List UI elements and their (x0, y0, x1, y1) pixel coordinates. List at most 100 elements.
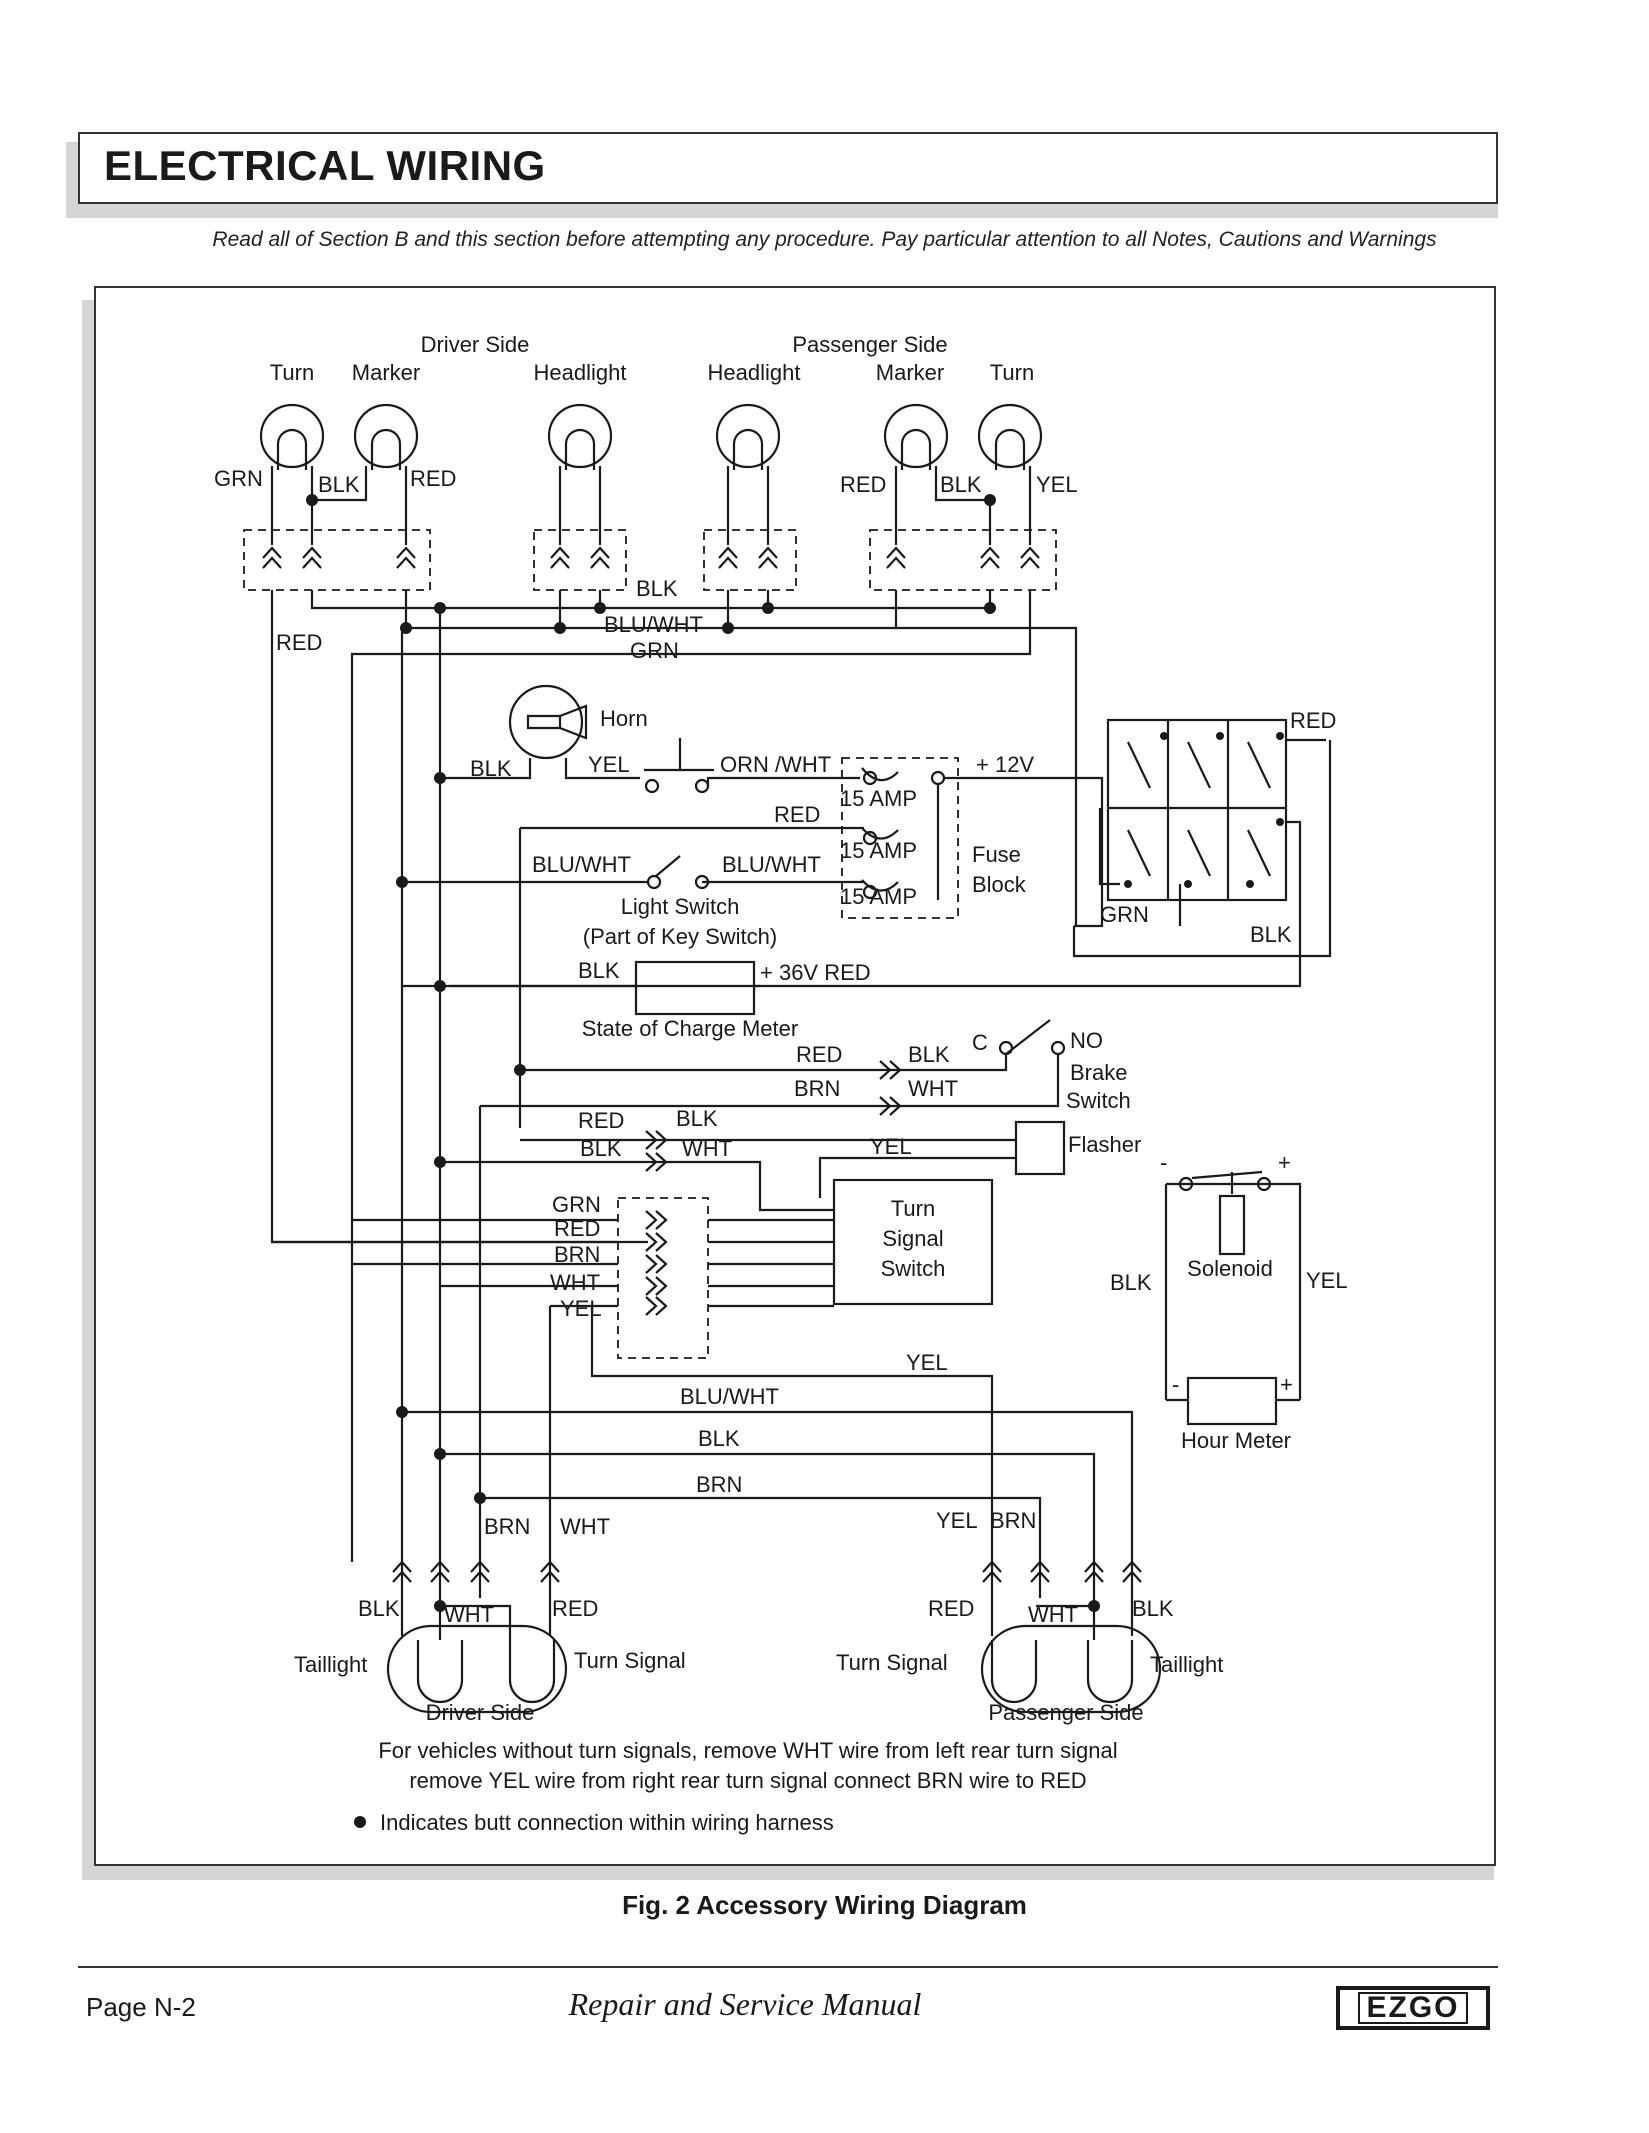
battery-pack (450, 718, 1332, 988)
wire-label: GRN (552, 1192, 601, 1217)
wire-label: BLK (578, 958, 620, 983)
label-minus: - (1172, 1372, 1179, 1397)
label-turn-driver: Turn (270, 360, 314, 385)
ezgo-logo: EZGO (1336, 1986, 1490, 2030)
wire-label: YEL (588, 752, 630, 777)
note-line-2: remove YEL wire from right rear turn sig… (409, 1768, 1086, 1793)
taillight-passenger (980, 1604, 1162, 1714)
wire-label: BLU/WHT (532, 852, 631, 877)
label-turn-signal-switch: Turn (891, 1196, 935, 1221)
label-fuse-block: Block (972, 872, 1027, 897)
wire-label: BLK (1132, 1596, 1174, 1621)
wire-label: BRN (554, 1242, 600, 1267)
wire-label: BLK (470, 756, 512, 781)
bulb-headlight-driver (547, 403, 613, 470)
label-plus-36v: + 36V RED (760, 960, 871, 985)
wire-label: YEL (936, 1508, 978, 1533)
label-headlight-driver: Headlight (534, 360, 627, 385)
wire-label: BLK (318, 472, 360, 497)
label-turn-signal-switch: Signal (882, 1226, 943, 1251)
label-key-switch: (Part of Key Switch) (583, 924, 777, 949)
wire-label: RED (578, 1108, 624, 1133)
rear-connectors (391, 1560, 1143, 1584)
wire-label: BLK (358, 1596, 400, 1621)
label-rear-driver-side: Driver Side (426, 1700, 535, 1725)
bulb-turn-passenger (977, 403, 1043, 470)
wire-label: WHT (682, 1136, 732, 1161)
label-flasher: Flasher (1068, 1132, 1141, 1157)
label-hour-meter: Hour Meter (1181, 1428, 1291, 1453)
wire-label: BLK (1110, 1270, 1152, 1295)
section-note: Read all of Section B and this section b… (212, 228, 1437, 251)
wire-label: BLK (676, 1106, 718, 1131)
wire-label: YEL (560, 1296, 602, 1321)
wire-label: YEL (870, 1134, 912, 1159)
wire-label: BLK (1250, 922, 1292, 947)
wire-label: WHT (560, 1514, 610, 1539)
label-fuse-amp: 15 AMP (840, 786, 917, 811)
wire-label: BLK (636, 576, 678, 601)
wire-label: WHT (908, 1076, 958, 1101)
label-brake: Brake (1070, 1060, 1127, 1085)
wire-label: RED (796, 1042, 842, 1067)
label-fuse-block: Fuse (972, 842, 1021, 867)
wire-label: BRN (794, 1076, 840, 1101)
label-driver-side: Driver Side (421, 332, 530, 357)
label-plus: + (1280, 1372, 1293, 1397)
note-line-1: For vehicles without turn signals, remov… (378, 1738, 1117, 1763)
label-solenoid: Solenoid (1187, 1256, 1273, 1281)
label-taillight-driver: Taillight (294, 1652, 367, 1677)
label-soc-meter: State of Charge Meter (582, 1016, 798, 1041)
wire-label: ORN /WHT (720, 752, 831, 777)
label-turn-passenger: Turn (990, 360, 1034, 385)
label-horn: Horn (600, 706, 648, 731)
bulb-turn-driver (259, 403, 325, 470)
label-plus: + (1278, 1150, 1291, 1175)
wire-label: BRN (990, 1508, 1036, 1533)
header-box (78, 132, 1498, 204)
wire-label: YEL (1036, 472, 1078, 497)
wire-label: BLK (580, 1136, 622, 1161)
manual-title: Repair and Service Manual (568, 1986, 922, 2022)
label-headlight-passenger: Headlight (708, 360, 801, 385)
wire-label: WHT (550, 1270, 600, 1295)
label-c: C (972, 1030, 988, 1055)
wire-label: YEL (1306, 1268, 1348, 1293)
wire-label: RED (1290, 708, 1336, 733)
footer-divider (78, 1966, 1498, 1968)
label-no: NO (1070, 1028, 1103, 1053)
front-connectors (261, 546, 1041, 570)
label-turn-signal-driver: Turn Signal (574, 1648, 686, 1673)
wire-label: RED (774, 802, 820, 827)
wire-label: BLU/WHT (722, 852, 821, 877)
wire-label: BRN (484, 1514, 530, 1539)
wire-label: WHT (1028, 1602, 1078, 1627)
label-plus-12v: + 12V (976, 752, 1034, 777)
figure-caption: Fig. 2 Accessory Wiring Diagram (622, 1890, 1027, 1920)
label-passenger-side: Passenger Side (792, 332, 947, 357)
label-fuse-amp: 15 AMP (840, 838, 917, 863)
note-line-3: Indicates butt connection within wiring … (380, 1810, 834, 1835)
bulb-headlight-passenger (715, 403, 781, 470)
label-light-switch: Light Switch (621, 894, 740, 919)
wire-label: RED (276, 630, 322, 655)
page-title: ELECTRICAL WIRING (104, 142, 546, 189)
diagram-frame (94, 286, 1496, 1866)
label-fuse-amp: 15 AMP (840, 884, 917, 909)
wire-label: GRN (630, 638, 679, 663)
label-minus: - (1160, 1150, 1167, 1175)
bulb-marker-passenger (883, 403, 949, 470)
label-rear-passenger-side: Passenger Side (988, 1700, 1143, 1725)
label-marker-passenger: Marker (876, 360, 944, 385)
wire-label: GRN (214, 466, 263, 491)
wire-label: RED (554, 1216, 600, 1241)
label-taillight-passenger: Taillight (1150, 1652, 1223, 1677)
wire-label: RED (552, 1596, 598, 1621)
wire-label: BLU/WHT (680, 1384, 779, 1409)
wire-label: RED (928, 1596, 974, 1621)
wire-label: RED (840, 472, 886, 497)
wire-label: BLK (940, 472, 982, 497)
label-brake-switch: Switch (1066, 1088, 1131, 1113)
taillight-driver (386, 1604, 568, 1714)
